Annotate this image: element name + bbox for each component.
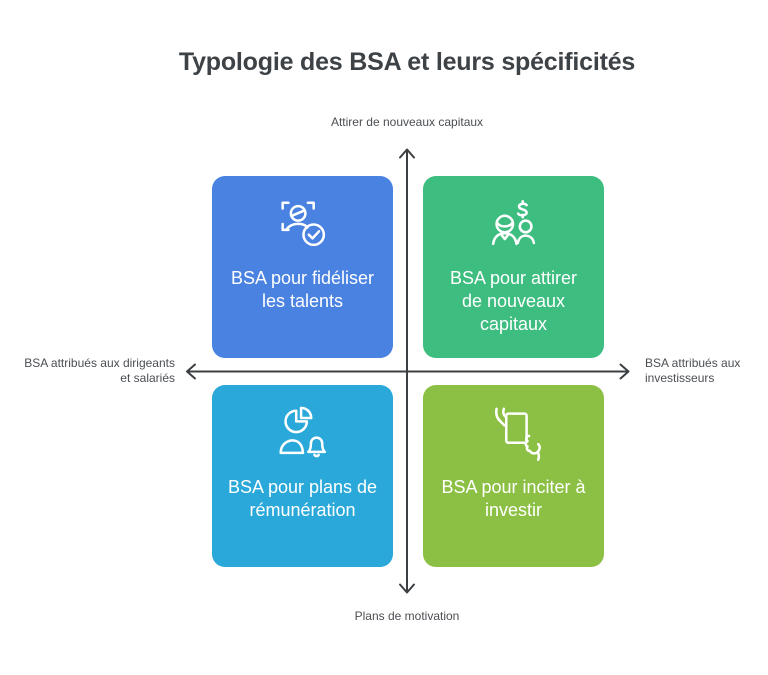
hands-document-icon bbox=[483, 403, 545, 465]
down-arrowhead-icon bbox=[399, 583, 415, 594]
user-focus-check-icon bbox=[272, 194, 334, 256]
page-title: Typologie des BSA et leurs spécificités bbox=[178, 48, 636, 76]
quadrant-label: BSA pour plans de rémunération bbox=[227, 477, 378, 521]
quadrant-label: BSA pour fidéliser les talents bbox=[230, 268, 375, 312]
investors-dollar-icon bbox=[483, 194, 545, 256]
up-arrowhead-icon bbox=[399, 148, 415, 159]
axis-label-left: BSA attribués aux dirigeants et salariés bbox=[24, 356, 175, 385]
quadrant-bottom-right: BSA pour inciter à investir bbox=[423, 385, 604, 567]
quadrant-label: BSA pour attirer de nouveaux capitaux bbox=[449, 268, 578, 335]
right-arrowhead-icon bbox=[619, 363, 630, 380]
axis-label-top: Attirer de nouveaux capitaux bbox=[330, 115, 484, 129]
quadrant-bottom-left: BSA pour plans de rémunération bbox=[212, 385, 393, 567]
axis-label-right: BSA attribués aux investisseurs bbox=[645, 356, 741, 385]
quadrant-top-left: BSA pour fidéliser les talents bbox=[212, 176, 393, 358]
quadrant-top-right: BSA pour attirer de nouveaux capitaux bbox=[423, 176, 604, 358]
person-pie-bell-icon bbox=[272, 403, 334, 465]
left-arrowhead-icon bbox=[186, 363, 196, 380]
quadrant-label: BSA pour inciter à investir bbox=[441, 477, 586, 521]
axis-label-bottom: Plans de motivation bbox=[354, 609, 460, 623]
